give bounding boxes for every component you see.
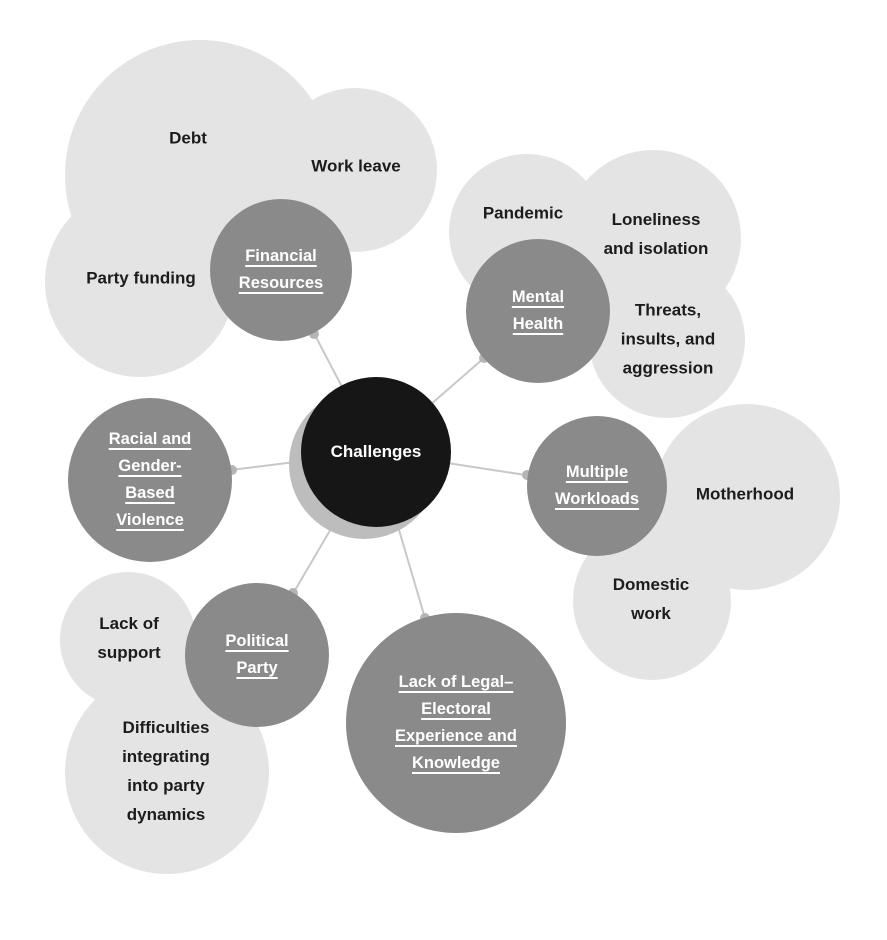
category-label-financial-resources: Financial Resources — [238, 246, 324, 292]
category-node-financial-resources: Financial Resources — [210, 199, 352, 341]
category-label-political-party: Political Party — [225, 631, 289, 677]
satellite-label-domestic-work: Domestic work — [612, 575, 690, 623]
satellite-label-party-funding: Party funding — [86, 268, 196, 288]
category-node-mental-health: Mental Health — [466, 239, 610, 383]
category-label-legal-electoral: Lack of Legal– Electoral Experience and … — [395, 672, 517, 773]
satellite-label-pandemic: Pandemic — [482, 203, 564, 223]
cloud-circle-party-funding — [45, 187, 235, 377]
satellite-label-motherhood: Motherhood — [695, 484, 795, 504]
category-label-racial-violence: Racial and Gender- Based Violence — [108, 429, 192, 530]
satellite-label-work-leave: Work leave — [311, 156, 401, 176]
center-label: Challenges — [330, 442, 422, 461]
satellite-label-loneliness: Loneliness and isolation — [603, 210, 709, 258]
center-node-challenges: Challenges — [301, 377, 451, 527]
category-label-mental-health: Mental Health — [511, 287, 565, 333]
category-label-multiple-workloads: Multiple Workloads — [554, 462, 640, 508]
category-node-multiple-workloads: Multiple Workloads — [527, 416, 667, 556]
category-node-political-party: Political Party — [185, 583, 329, 727]
cloud-circle-threats — [589, 262, 745, 418]
category-node-racial-violence: Racial and Gender- Based Violence — [68, 398, 232, 562]
category-node-legal-electoral: Lack of Legal– Electoral Experience and … — [346, 613, 566, 833]
satellite-label-debt: Debt — [169, 128, 207, 148]
satellite-label-threats: Threats, insults, and aggression — [620, 300, 716, 378]
satellite-label-lack-of-support: Lack of support — [97, 614, 161, 662]
satellite-label-difficulties: Difficulties integrating into party dyna… — [122, 718, 210, 824]
